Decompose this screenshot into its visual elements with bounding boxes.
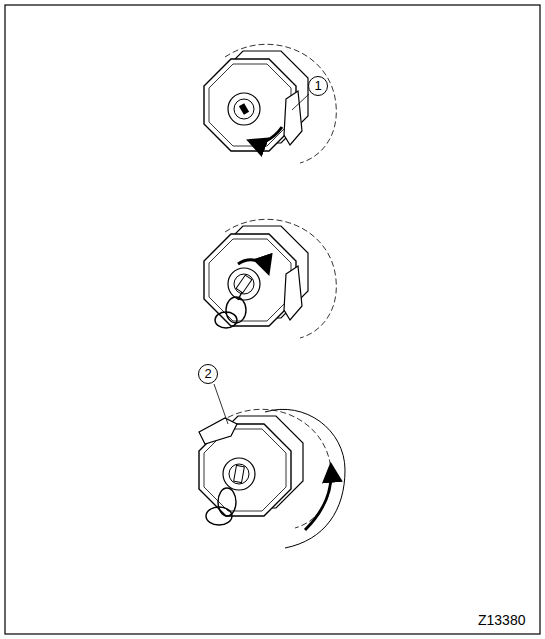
rotation-arrow — [238, 260, 268, 272]
key-cover-open — [199, 418, 237, 444]
key-cover — [284, 266, 302, 320]
key — [234, 465, 245, 482]
figure-code: Z13380 — [478, 612, 525, 628]
leader-line — [214, 384, 228, 424]
removal-arrow — [305, 466, 331, 530]
key-cover — [284, 91, 302, 145]
fuel-cap — [199, 409, 331, 528]
callout-number: 1 — [308, 76, 328, 96]
rotation-arrow — [250, 127, 282, 142]
key-ring — [226, 297, 246, 323]
step-3 — [199, 409, 345, 548]
key-ring — [218, 488, 236, 516]
leader-line — [292, 94, 309, 110]
key-ring — [206, 507, 232, 525]
key — [236, 275, 252, 293]
keyhole — [239, 103, 249, 115]
key-ring — [215, 312, 237, 328]
callout-number: 2 — [198, 364, 218, 384]
fuel-cap — [204, 44, 336, 163]
step-2 — [204, 219, 336, 338]
frame — [5, 5, 540, 634]
step-1 — [204, 44, 336, 163]
fuel-cap — [204, 219, 336, 338]
key-shank — [238, 292, 242, 300]
